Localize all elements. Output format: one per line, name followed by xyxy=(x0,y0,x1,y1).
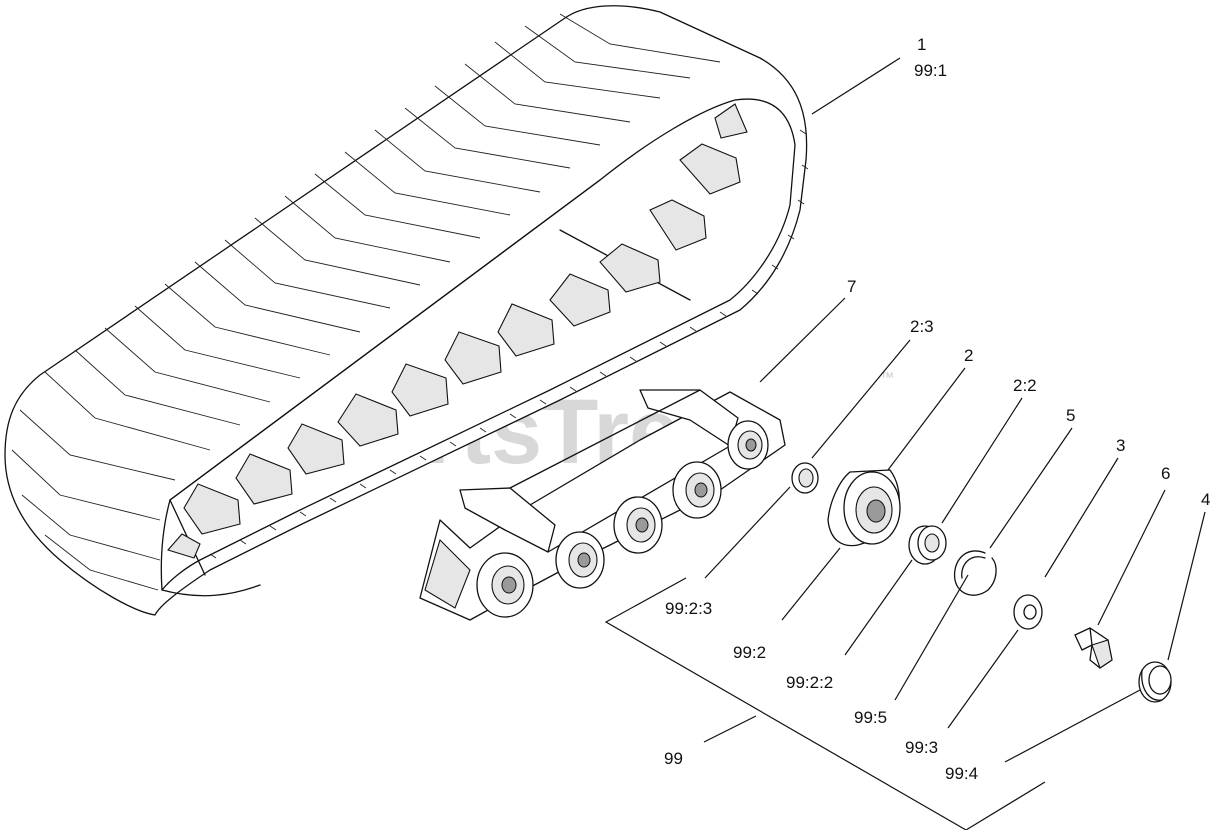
frame-roller-1 xyxy=(476,552,534,618)
seal-part-2-3 xyxy=(791,462,819,494)
track-guide-lugs xyxy=(167,103,748,559)
callout-99-2-3: 99:2:3 xyxy=(665,599,712,618)
roller-part-2 xyxy=(827,469,901,547)
track-tread-bars xyxy=(11,13,721,591)
frame-roller-3 xyxy=(613,496,663,554)
callout-5: 5 xyxy=(1066,406,1075,425)
callout-99-2: 99:2 xyxy=(733,643,766,662)
frame-roller-4 xyxy=(672,461,722,519)
frame-rollers xyxy=(476,420,769,618)
callout-3: 3 xyxy=(1116,436,1125,455)
callout-99-4: 99:4 xyxy=(945,764,978,783)
callout-2: 2 xyxy=(964,346,973,365)
bearing-part-2-2 xyxy=(908,525,947,565)
washer-part-3 xyxy=(1013,594,1043,630)
bolt-part-6 xyxy=(1074,627,1113,669)
callout-2-3: 2:3 xyxy=(910,317,934,336)
callout-4: 4 xyxy=(1201,490,1210,509)
frame-roller-2 xyxy=(555,531,605,589)
watermark-trademark: ™ xyxy=(880,369,894,385)
callout-99-2-2: 99:2:2 xyxy=(786,673,833,692)
callout-99-5: 99:5 xyxy=(854,708,887,727)
frame-roller-5 xyxy=(727,420,769,470)
callout-99-3: 99:3 xyxy=(905,738,938,757)
track-edge-notches xyxy=(209,129,809,559)
cap-part-4 xyxy=(1138,661,1172,703)
callout-labels: 1 99:1 7 2:3 2 2:2 5 3 6 4 99:2:3 99:2 9… xyxy=(664,35,1210,783)
rubber-track xyxy=(4,5,809,616)
callout-99-1: 99:1 xyxy=(914,61,947,80)
snap-ring-part-5 xyxy=(953,550,997,596)
callout-6: 6 xyxy=(1161,464,1170,483)
leader-lines xyxy=(604,57,1206,830)
callout-99: 99 xyxy=(664,749,683,768)
callout-2-2: 2:2 xyxy=(1013,376,1037,395)
callout-1: 1 xyxy=(917,35,926,54)
callout-7: 7 xyxy=(847,277,856,296)
